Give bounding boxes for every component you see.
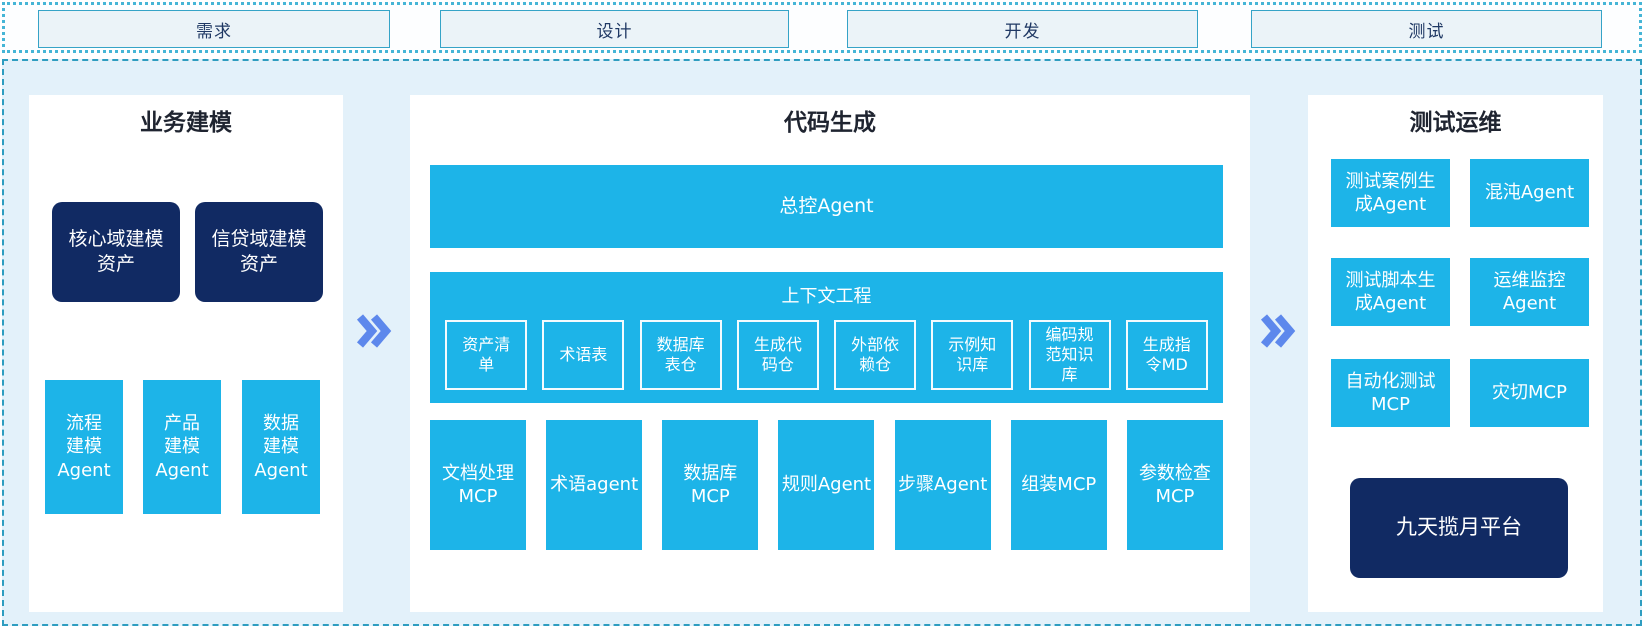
agent-box-process-modeling: 流程 建模 Agent: [45, 380, 123, 514]
agent-box-data-modeling: 数据 建模 Agent: [242, 380, 320, 514]
panel-code-generation: 代码生成 总控Agent 上下文工程 资产清 单 术语表 数据库 表仓 生成代 …: [410, 95, 1250, 612]
worker-box-doc-processing-mcp: 文档处理 MCP: [430, 420, 526, 550]
store-box-asset-list: 资产清 单: [445, 320, 528, 390]
worker-box-steps-agent: 步骤Agent: [894, 420, 991, 550]
context-engineering-group: 上下文工程 资产清 单 术语表 数据库 表仓 生成代 码仓 外部依 赖仓 示例知…: [430, 272, 1223, 403]
agent-box-testcase-generation: 测试案例生 成Agent: [1331, 159, 1450, 227]
store-box-db-table-repo: 数据库 表仓: [639, 320, 722, 390]
asset-box-credit-domain: 信贷域建模 资产: [195, 202, 323, 302]
agent-box-testscript-generation: 测试脚本生 成Agent: [1331, 258, 1450, 326]
panel-title-test-ops: 测试运维: [1409, 110, 1502, 136]
context-engineering-title: 上下文工程: [781, 286, 872, 307]
phase-box-testing: 测试: [1251, 10, 1602, 48]
asset-box-core-domain: 核心域建模 资产: [52, 202, 180, 302]
panel-business-modeling: 业务建模 核心域建模 资产 信贷域建模 资产 流程 建模 Agent 产品 建模…: [29, 95, 343, 612]
panel-title-business-modeling: 业务建模: [140, 110, 232, 136]
worker-box-terminology-agent: 术语agent: [546, 420, 643, 550]
worker-box-database-mcp: 数据库 MCP: [662, 420, 759, 550]
agent-box-ops-monitoring: 运维监控 Agent: [1470, 258, 1589, 326]
double-chevron-right-icon: [356, 314, 392, 348]
panel-title-code-generation: 代码生成: [784, 110, 876, 136]
agent-box-disaster-switch-mcp: 灾切MCP: [1470, 359, 1589, 427]
main-container: 业务建模 核心域建模 资产 信贷域建模 资产 流程 建模 Agent 产品 建模…: [2, 59, 1642, 626]
platform-box-jiutian-lanyue: 九天揽月平台: [1350, 478, 1568, 578]
store-box-generation-instruction-md: 生成指 令MD: [1125, 320, 1208, 390]
store-box-coding-standards-kb: 编码规 范知识 库: [1028, 320, 1111, 390]
agent-box-automated-test-mcp: 自动化测试 MCP: [1331, 359, 1450, 427]
agent-box-product-modeling: 产品 建模 Agent: [143, 380, 221, 514]
phase-box-requirements: 需求: [38, 10, 390, 48]
worker-box-rules-agent: 规则Agent: [778, 420, 875, 550]
worker-box-param-check-mcp: 参数检查 MCP: [1126, 420, 1223, 550]
double-chevron-right-icon: [1260, 314, 1296, 348]
store-box-glossary: 术语表: [542, 320, 625, 390]
store-box-example-kb: 示例知 识库: [931, 320, 1014, 390]
store-box-generated-code-repo: 生成代 码仓: [736, 320, 819, 390]
worker-box-assembly-mcp: 组装MCP: [1010, 420, 1107, 550]
agent-box-chaos: 混沌Agent: [1470, 159, 1589, 227]
phase-strip: 需求 设计 开发 测试: [2, 2, 1642, 53]
worker-row: 文档处理 MCP 术语agent 数据库 MCP 规则Agent 步骤Agent…: [430, 420, 1223, 550]
master-agent-bar: 总控Agent: [430, 165, 1223, 248]
context-store-row: 资产清 单 术语表 数据库 表仓 生成代 码仓 外部依 赖仓 示例知 识库 编码…: [430, 320, 1223, 390]
phase-box-design: 设计: [440, 10, 789, 48]
panel-test-ops: 测试运维 测试案例生 成Agent 混沌Agent 测试脚本生 成Agent 运…: [1308, 95, 1603, 612]
store-box-external-deps-repo: 外部依 赖仓: [834, 320, 917, 390]
phase-box-development: 开发: [847, 10, 1198, 48]
